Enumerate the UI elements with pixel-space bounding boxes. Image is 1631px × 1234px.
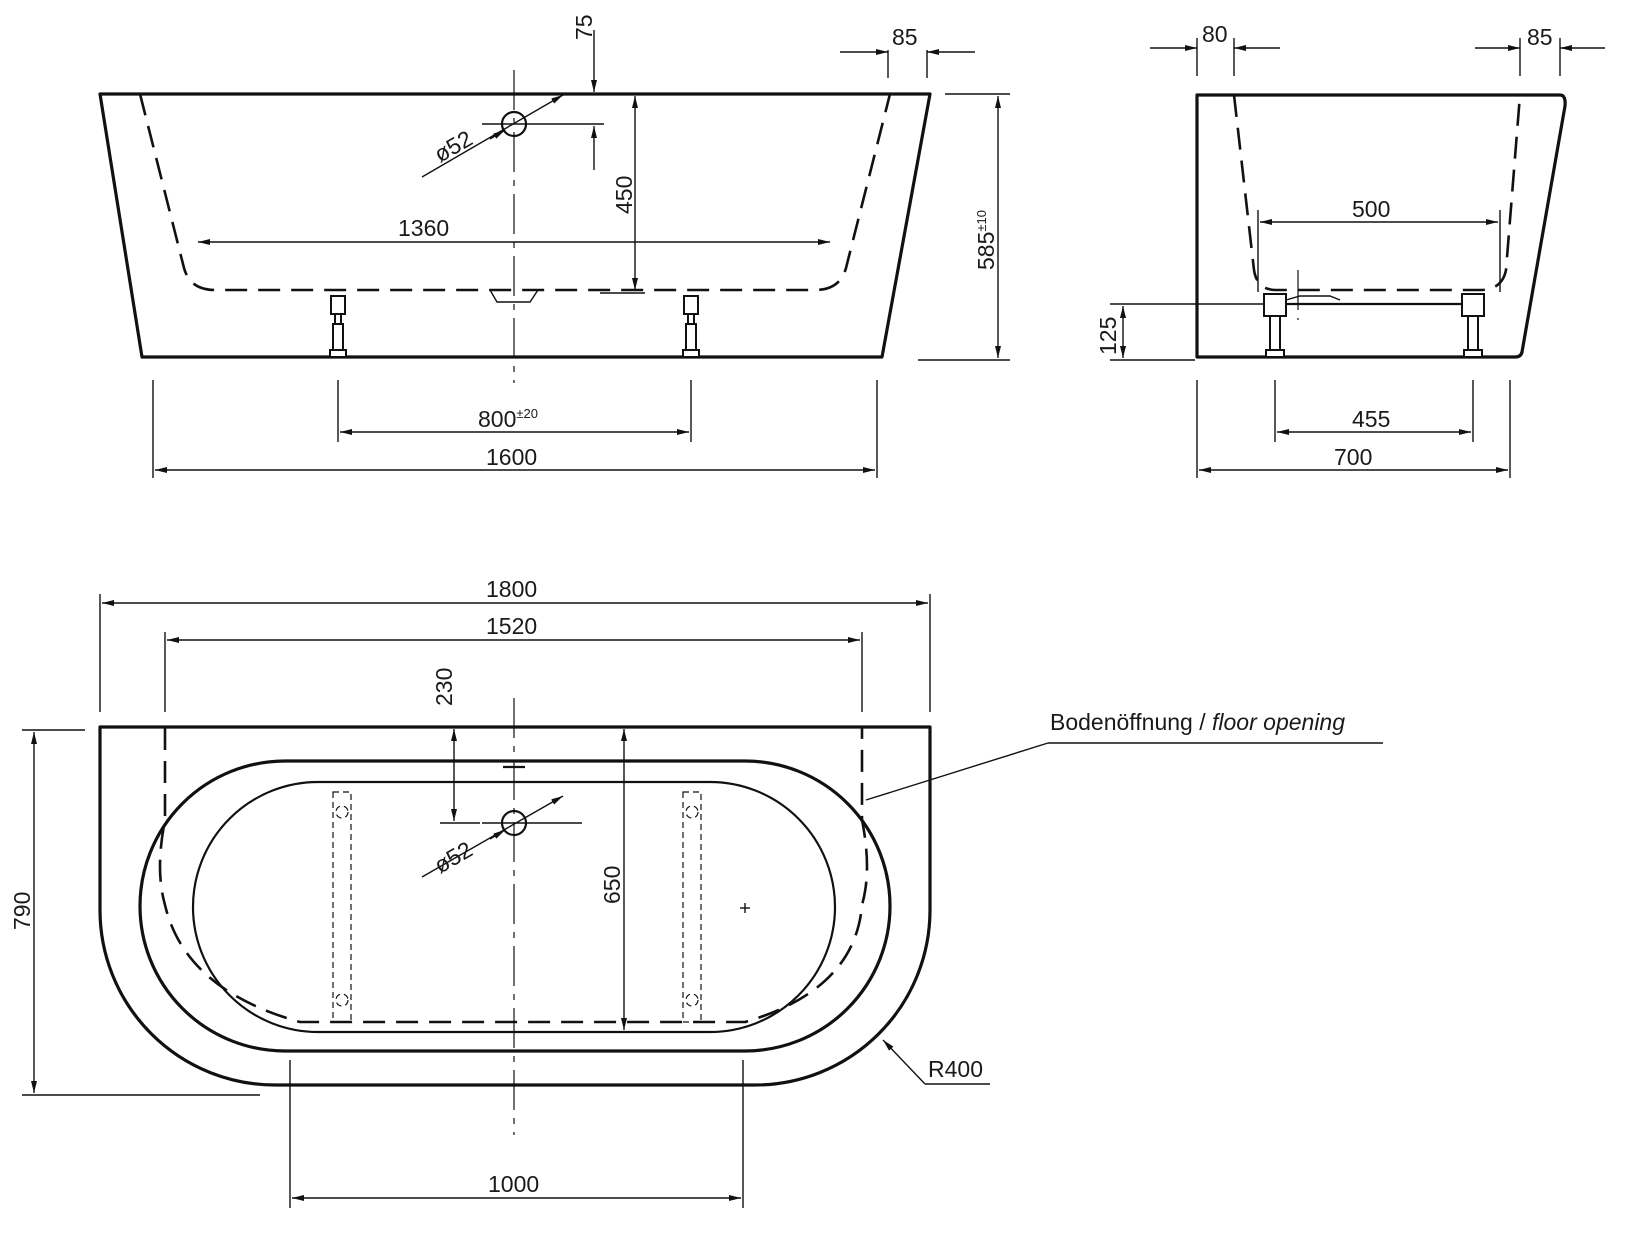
- side-overflow-diameter: ø52: [430, 125, 477, 167]
- side-overflow-leader: [421, 94, 564, 178]
- dim-plan-width: 790: [9, 892, 35, 930]
- dim-straight-front: 1000: [488, 1171, 539, 1197]
- side-view: ø52 75 85 450 1360: [98, 14, 1010, 478]
- dim-plan-inner-width: 650: [599, 866, 625, 904]
- plan-overflow-diameter: ø52: [430, 836, 477, 878]
- plan-frame-right: [682, 791, 702, 1023]
- dim-end-width: 700: [1334, 444, 1372, 470]
- plan-rim: [138, 759, 892, 1053]
- side-drain: [489, 289, 539, 303]
- dim-overflow-from-top: 75: [571, 14, 597, 40]
- plan-tub-outline: [98, 725, 932, 1087]
- end-foot-left: [1265, 315, 1285, 358]
- dim-floor-clearance: 125: [1095, 317, 1121, 355]
- dim-radius: R400: [928, 1056, 983, 1082]
- end-foot-right: [1463, 315, 1483, 358]
- plan-frame-left: [332, 791, 352, 1023]
- dim-end-rim-left: 80: [1202, 21, 1228, 47]
- dim-side-rim: 85: [892, 24, 918, 50]
- dim-end-feet-spacing: 455: [1352, 406, 1390, 432]
- dim-height: 585±10: [973, 210, 999, 270]
- side-tub-outline: [98, 92, 932, 359]
- dim-inner-length: 1360: [398, 215, 449, 241]
- floor-opening-leader: [865, 742, 1049, 801]
- dim-end-inner-bottom: 500: [1352, 196, 1390, 222]
- side-foot-right: [682, 295, 700, 358]
- dim-depth-to-overflow: 450: [611, 176, 637, 214]
- end-inner-profile: [1232, 94, 1522, 292]
- dim-side-length: 1600: [486, 444, 537, 470]
- side-foot-left: [329, 295, 347, 358]
- plan-view: ø52 1800 1520 230 650 790: [9, 576, 1383, 1208]
- plan-floor-opening: [158, 728, 869, 1024]
- dim-plan-inner-length: 1520: [486, 613, 537, 639]
- floor-opening-label: Bodenöffnung / floor opening: [1050, 709, 1345, 735]
- dim-overflow-from-wall: 230: [431, 668, 457, 706]
- dim-plan-length: 1800: [486, 576, 537, 602]
- dim-feet-spacing: 800±20: [478, 406, 538, 432]
- end-view: 80 85 500 125 455: [1095, 21, 1605, 478]
- end-tub-outline: [1195, 93, 1567, 359]
- dim-end-rim-right: 85: [1527, 24, 1553, 50]
